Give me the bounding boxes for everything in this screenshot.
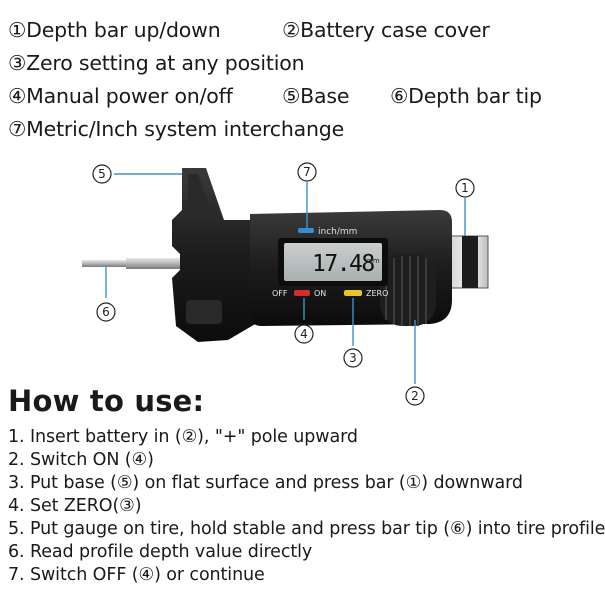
- zero-label: ZERO: [366, 289, 388, 298]
- battery-case-cover: [380, 254, 436, 326]
- callout-1: 1: [461, 181, 469, 195]
- callout-6: 6: [102, 305, 110, 319]
- callout-7: 7: [303, 165, 311, 179]
- legend-battery-cover: ②Battery case cover: [282, 18, 490, 42]
- legend-depth-bar-tip: ⑥Depth bar tip: [390, 84, 542, 108]
- callout-3: 3: [349, 351, 357, 365]
- unit-label: inch/mm: [318, 227, 357, 237]
- callout-4: 4: [300, 327, 308, 341]
- lcd-unit: mm: [366, 257, 380, 265]
- howto-step-5: 5. Put gauge on tire, hold stable and pr…: [8, 519, 605, 539]
- howto-step-3: 3. Put base (⑤) on flat surface and pres…: [8, 473, 523, 493]
- legend-base: ⑤Base: [282, 84, 350, 108]
- legend-metric-inch: ⑦Metric/Inch system interchange: [8, 117, 345, 141]
- howto-step-2: 2. Switch ON (④): [8, 450, 154, 470]
- howto-step-6: 6. Read profile depth value directly: [8, 542, 313, 562]
- legend-depth-bar: ①Depth bar up/down: [8, 18, 221, 42]
- howto-title: How to use:: [8, 384, 205, 418]
- zero-button: [344, 290, 362, 296]
- callout-2: 2: [411, 389, 419, 403]
- howto-step-7: 7. Switch OFF (④) or continue: [8, 565, 265, 585]
- metric-inch-button: [298, 228, 314, 233]
- lcd-screen: [284, 243, 382, 281]
- tread-depth-gauge-figure: inch/mm 17.48 mm OFF ON ZERO 5 6 7 1 4 3…: [82, 162, 489, 406]
- lcd-reading: 17.48: [312, 251, 374, 277]
- off-label: OFF: [272, 289, 288, 298]
- power-button: [294, 290, 310, 296]
- legend-power: ④Manual power on/off: [8, 84, 233, 108]
- on-label: ON: [314, 289, 326, 298]
- legend-zero-setting: ③Zero setting at any position: [8, 51, 305, 75]
- depth-bar-tip: [82, 258, 182, 269]
- howto-step-4: 4. Set ZERO(③): [8, 496, 142, 516]
- callout-5: 5: [98, 167, 106, 181]
- howto-step-1: 1. Insert battery in (②), "+" pole upwar…: [8, 427, 358, 447]
